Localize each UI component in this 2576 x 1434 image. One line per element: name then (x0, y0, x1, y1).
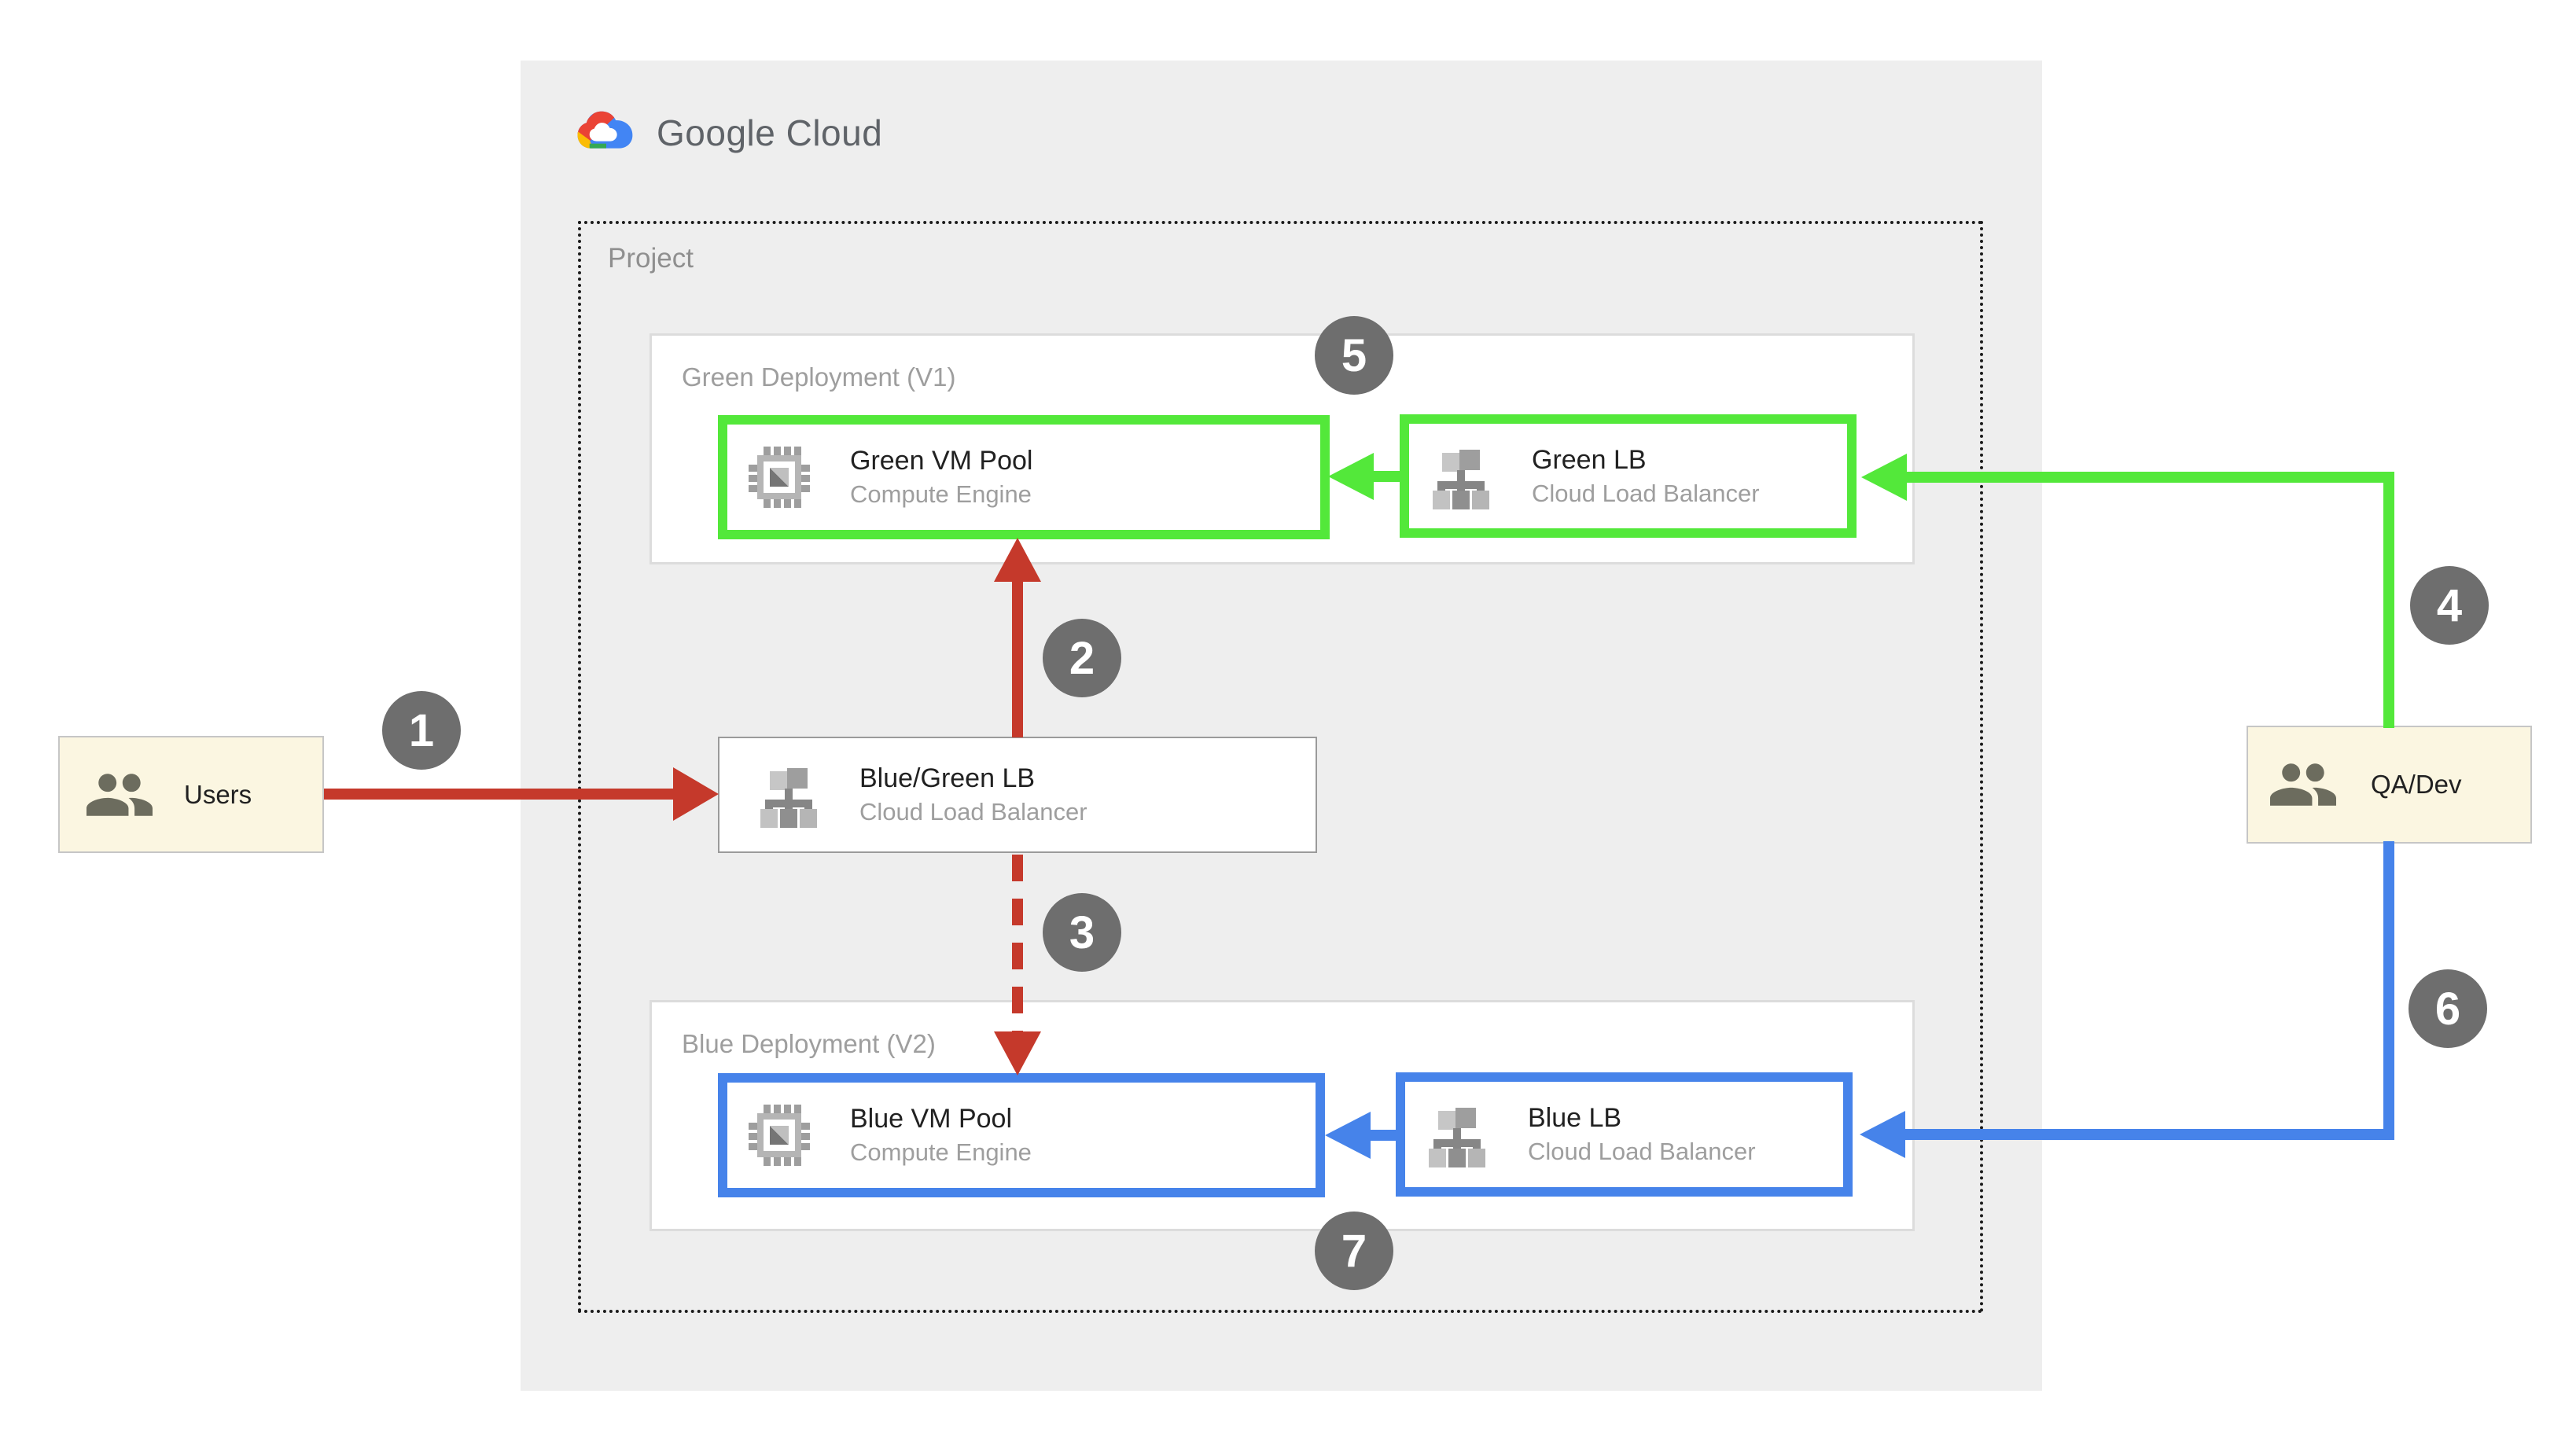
brand-wordmark: Google Cloud (657, 112, 883, 153)
arrow-lb-to-blue-vm-head (994, 1031, 1041, 1076)
users-actor: Users (58, 736, 324, 853)
users-icon (86, 773, 153, 816)
arrow-lb-to-green-vm-head (994, 538, 1041, 582)
qa-dev-actor: QA/Dev (2247, 726, 2532, 844)
node-subtitle: Compute Engine (850, 1138, 1032, 1166)
node-title: Blue/Green LB (859, 763, 1036, 793)
step-badge-3: 3 (1043, 893, 1121, 972)
blue-vm-pool-node: Blue VM Pool Compute Engine (718, 1073, 1325, 1197)
arrow-qa-to-blue-lb-head (1860, 1111, 1905, 1158)
load-balancer-icon (1433, 449, 1489, 509)
step-badge-7: 7 (1315, 1212, 1393, 1290)
step-badge-5: 5 (1315, 316, 1393, 395)
green-vm-pool-node: Green VM Pool Compute Engine (718, 415, 1330, 539)
node-subtitle: Cloud Load Balancer (1532, 479, 1760, 507)
arrow-green-lb-to-green-vm-head (1328, 453, 1374, 500)
load-balancer-icon (1429, 1108, 1485, 1167)
node-subtitle: Compute Engine (850, 480, 1032, 508)
blue-lb-node: Blue LB Cloud Load Balancer (1396, 1072, 1853, 1197)
google-cloud-logo-icon (577, 111, 633, 149)
google-cloud-brand: Google Cloud (576, 108, 882, 157)
arrow-qa-to-blue-lb-horizontal (1905, 1129, 2394, 1140)
arrow-qa-to-blue-lb-vertical (2383, 841, 2394, 1140)
arrow-green-lb-to-green-vm-line (1371, 471, 1401, 482)
arrow-lb-to-green-vm-line (1012, 580, 1023, 737)
step-badge-4: 4 (2410, 566, 2489, 645)
arrow-users-to-lb-line (324, 789, 675, 800)
qa-dev-label: QA/Dev (2371, 770, 2462, 799)
arrow-qa-to-green-lb-head (1861, 454, 1907, 501)
blue-green-lb-node: Blue/Green LB Cloud Load Balancer (718, 737, 1317, 853)
arrow-qa-to-green-lb-horizontal (1907, 472, 2394, 483)
compute-engine-icon (749, 1105, 810, 1166)
users-icon (2270, 763, 2336, 806)
node-title: Blue VM Pool (850, 1104, 1012, 1134)
arrow-qa-to-green-lb-vertical (2383, 472, 2394, 728)
load-balancer-icon (760, 768, 817, 828)
project-boundary: Project (578, 221, 1983, 1313)
step-badge-6: 6 (2409, 969, 2487, 1048)
arrow-blue-lb-to-blue-vm-head (1325, 1112, 1371, 1159)
green-lb-node: Green LB Cloud Load Balancer (1400, 414, 1857, 538)
project-label: Project (608, 243, 694, 274)
compute-engine-icon (749, 447, 810, 508)
arrow-blue-lb-to-blue-vm-line (1369, 1130, 1399, 1141)
green-deployment-label: Green Deployment (V1) (682, 362, 956, 392)
arrow-users-to-lb-head (673, 767, 719, 821)
node-title: Green LB (1532, 444, 1647, 475)
node-subtitle: Cloud Load Balancer (1528, 1138, 1756, 1165)
node-subtitle: Cloud Load Balancer (859, 798, 1087, 825)
users-label: Users (184, 779, 252, 809)
arrow-lb-to-blue-vm-dashed-line (1012, 855, 1023, 1032)
blue-deployment-label: Blue Deployment (V2) (682, 1029, 936, 1058)
step-badge-1: 1 (382, 691, 461, 770)
node-title: Blue LB (1528, 1103, 1622, 1133)
step-badge-2: 2 (1043, 619, 1121, 697)
node-title: Green VM Pool (850, 446, 1033, 476)
